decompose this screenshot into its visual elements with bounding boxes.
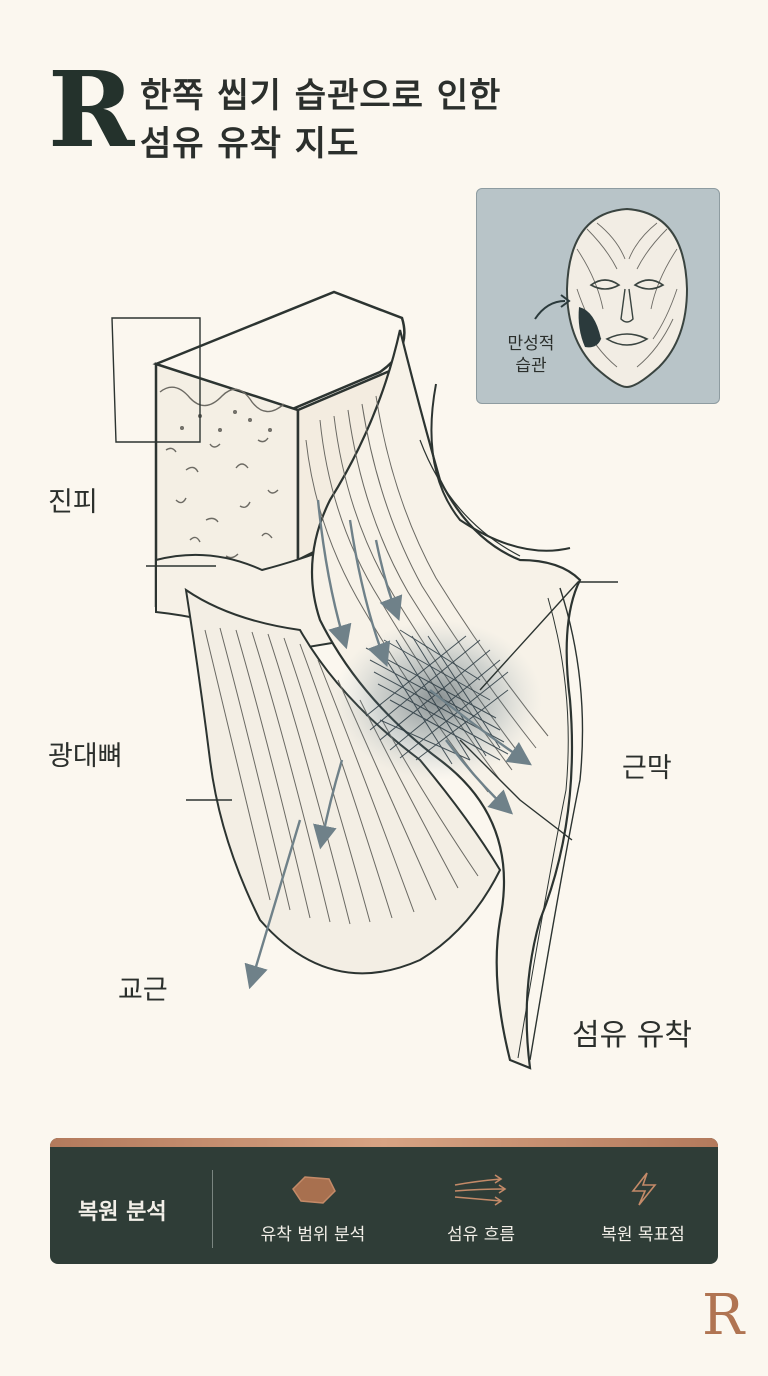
- fiber-flow-arrows-icon: [406, 1168, 556, 1210]
- anatomy-drawing: [111, 290, 618, 1070]
- panel-item-restoration-target[interactable]: 복원 목표점: [568, 1168, 718, 1245]
- header: R 한쪽 씹기 습관으로 인한 섬유 유착 지도: [48, 58, 568, 168]
- label-fiber-adhesion: 섬유 유착: [572, 1018, 692, 1053]
- adhesion-hatch: [365, 629, 509, 765]
- panel-item-label: 유착 범위 분석: [260, 1225, 366, 1245]
- panel-item-label: 섬유 흐름: [447, 1225, 515, 1245]
- masseter-fibers: [204, 627, 479, 925]
- face-inset: 만성적 습관: [476, 188, 720, 404]
- inset-caption: 만성적 습관: [507, 334, 555, 376]
- panel-item-adhesion-range[interactable]: 유착 범위 분석: [238, 1168, 388, 1245]
- leader-lines: [111, 317, 618, 841]
- label-zygoma: 광대뼈: [48, 741, 123, 772]
- brand-logo: R: [48, 48, 135, 171]
- corner-logo: R: [702, 1283, 745, 1348]
- face-muscle-icon: [534, 207, 689, 389]
- adhesion-glow: [334, 620, 542, 780]
- panel-item-label: 복원 목표점: [601, 1225, 685, 1245]
- label-masseter: 교근: [118, 975, 168, 1006]
- anatomy-illustration: 진피 광대뼈 근막 교근 섬유 유착: [0, 180, 768, 1110]
- fiber-flow-arrows: [244, 499, 532, 990]
- adhesion-patch-icon: [238, 1168, 388, 1210]
- label-dermis: 진피: [48, 487, 98, 518]
- analysis-panel: 복원 분석 유착 범위 분석 섬유 흐름 복원 목표점: [50, 1138, 718, 1264]
- lightning-target-icon: [568, 1168, 718, 1210]
- panel-item-fiber-flow[interactable]: 섬유 흐름: [406, 1168, 556, 1245]
- cheek-contour: [430, 383, 571, 552]
- page-title-line1: 한쪽 씹기 습관으로 인한: [140, 76, 502, 116]
- panel-accent-stripe: [50, 1138, 718, 1147]
- panel-divider: [212, 1170, 213, 1248]
- panel-title: 복원 분석: [78, 1200, 167, 1225]
- label-fascia: 근막: [622, 753, 672, 784]
- skin-block: [152, 290, 406, 638]
- page-title-line2: 섬유 유착 지도: [140, 124, 360, 164]
